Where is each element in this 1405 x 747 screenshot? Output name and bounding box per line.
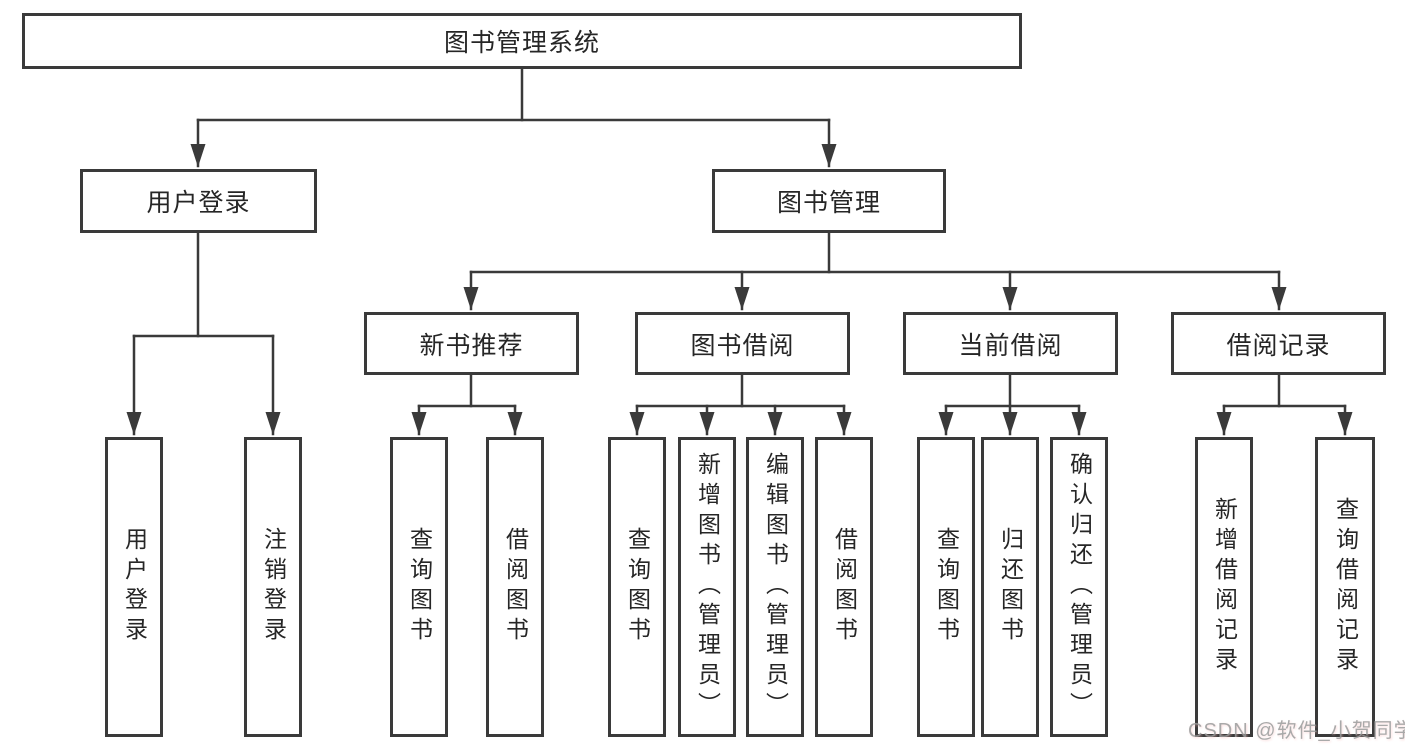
node-book-borrow-label: 图书借阅 xyxy=(690,331,795,360)
leaf-records-query: 查询借阅记录 xyxy=(1315,437,1375,737)
node-root: 图书管理系统 xyxy=(22,13,1022,69)
leaf-newbooks-query: 查询图书 xyxy=(390,437,448,737)
leaf-logout: 注销登录 xyxy=(244,437,302,737)
leaf-newbooks-borrow-label: 借阅图书 xyxy=(502,527,529,647)
leaf-current-return: 归还图书 xyxy=(981,437,1039,737)
leaf-records-add-label: 新增借阅记录 xyxy=(1211,497,1238,677)
leaf-user-login: 用户登录 xyxy=(105,437,163,737)
node-book-borrow: 图书借阅 xyxy=(635,312,850,375)
connector-book-mgmt-to-level3 xyxy=(463,231,1287,311)
connector-root-to-level2 xyxy=(190,67,837,168)
node-borrow-records-label: 借阅记录 xyxy=(1226,331,1331,360)
leaf-borrow-add: 新增图书（管理员） xyxy=(678,437,736,737)
node-current-borrow: 当前借阅 xyxy=(903,312,1118,375)
leaf-borrow-edit-label: 编辑图书（管理员） xyxy=(762,452,789,722)
leaf-logout-label: 注销登录 xyxy=(260,527,287,647)
leaf-borrow-add-label: 新增图书（管理员） xyxy=(694,452,721,722)
connector-new-books-to-leaves xyxy=(411,373,523,436)
node-current-borrow-label: 当前借阅 xyxy=(958,331,1063,360)
node-user-login: 用户登录 xyxy=(80,169,317,233)
leaf-borrow-book: 借阅图书 xyxy=(815,437,873,737)
node-user-login-label: 用户登录 xyxy=(146,189,251,217)
leaf-records-query-label: 查询借阅记录 xyxy=(1332,497,1359,677)
connector-book-borrow-to-leaves xyxy=(629,373,852,436)
node-book-mgmt: 图书管理 xyxy=(712,169,946,233)
leaf-current-confirm-label: 确认归还（管理员） xyxy=(1066,452,1093,722)
leaf-records-add: 新增借阅记录 xyxy=(1195,437,1253,737)
connector-borrow-records-to-leaves xyxy=(1216,373,1353,436)
leaf-current-confirm: 确认归还（管理员） xyxy=(1050,437,1108,737)
leaf-current-query-label: 查询图书 xyxy=(933,527,960,647)
node-new-books: 新书推荐 xyxy=(364,312,579,375)
leaf-borrow-query: 查询图书 xyxy=(608,437,666,737)
csdn-watermark: CSDN @软件_小贺同学 xyxy=(1188,720,1405,742)
node-root-label: 图书管理系统 xyxy=(443,29,600,57)
connector-current-borrow-to-leaves xyxy=(938,373,1087,436)
leaf-newbooks-query-label: 查询图书 xyxy=(406,527,433,647)
leaf-current-query: 查询图书 xyxy=(917,437,975,737)
node-book-mgmt-label: 图书管理 xyxy=(776,189,881,217)
node-new-books-label: 新书推荐 xyxy=(419,331,524,360)
leaf-borrow-book-label: 借阅图书 xyxy=(831,527,858,647)
node-borrow-records: 借阅记录 xyxy=(1171,312,1386,375)
leaf-borrow-edit: 编辑图书（管理员） xyxy=(746,437,804,737)
leaf-user-login-label: 用户登录 xyxy=(121,527,148,647)
leaf-borrow-query-label: 查询图书 xyxy=(624,527,651,647)
connector-user-login-to-leaves xyxy=(126,231,281,436)
leaf-current-return-label: 归还图书 xyxy=(997,527,1024,647)
leaf-newbooks-borrow: 借阅图书 xyxy=(486,437,544,737)
